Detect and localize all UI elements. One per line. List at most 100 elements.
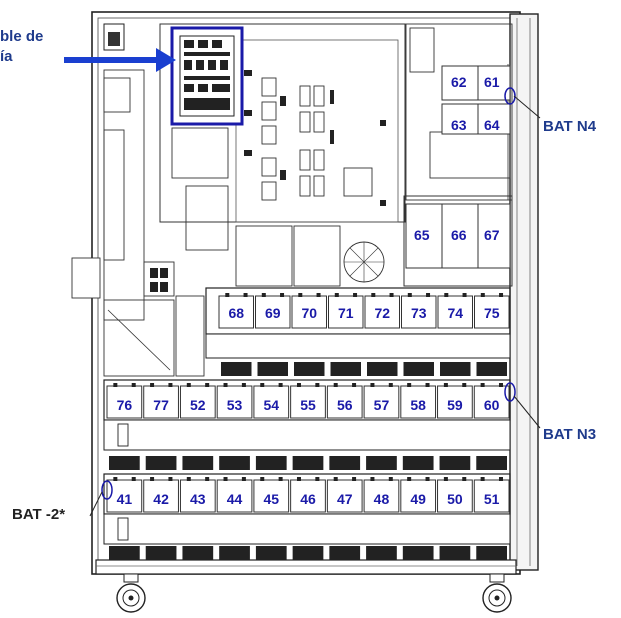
bat-2-leader bbox=[89, 491, 103, 517]
battery-terminal bbox=[168, 477, 173, 481]
battery-group-61-64 bbox=[441, 65, 511, 135]
battery-label-50: 50 bbox=[447, 491, 463, 507]
relay-bank bbox=[261, 77, 373, 201]
battery-terminal bbox=[334, 293, 339, 297]
battery-terminal bbox=[480, 477, 485, 481]
battery-50 bbox=[437, 479, 473, 513]
battery-terminal bbox=[407, 293, 412, 297]
battery-terminal bbox=[316, 293, 321, 297]
battery-cap bbox=[145, 456, 177, 470]
battery-cap bbox=[476, 456, 507, 470]
battery-terminal bbox=[315, 477, 320, 481]
battery-cap bbox=[294, 362, 325, 376]
battery-label-75: 75 bbox=[484, 305, 500, 321]
battery-cap bbox=[366, 546, 397, 560]
battery-terminal bbox=[243, 293, 248, 297]
battery-terminal bbox=[333, 477, 338, 481]
battery-terminal bbox=[388, 383, 393, 387]
battery-77 bbox=[143, 385, 179, 419]
battery-terminal bbox=[296, 477, 301, 481]
bat-2-label: BAT -2* bbox=[12, 506, 66, 523]
battery-49 bbox=[400, 479, 437, 513]
battery-terminal bbox=[113, 477, 118, 481]
battery-cap bbox=[255, 456, 287, 470]
battery-terminal bbox=[353, 293, 358, 297]
left-caster bbox=[116, 573, 146, 613]
battery-cap bbox=[292, 456, 324, 470]
battery-73 bbox=[401, 295, 437, 329]
battery-terminal bbox=[480, 383, 485, 387]
battery-terminal bbox=[315, 383, 320, 387]
top-left-module bbox=[103, 23, 125, 51]
battery-cap bbox=[109, 546, 140, 560]
battery-label-44: 44 bbox=[227, 491, 243, 507]
battery-72 bbox=[364, 295, 400, 329]
battery-cap bbox=[219, 546, 250, 560]
battery-cap bbox=[330, 362, 361, 376]
battery-label-60: 60 bbox=[484, 397, 500, 413]
battery-label-68: 68 bbox=[228, 305, 244, 321]
battery-label-70: 70 bbox=[301, 305, 317, 321]
battery-terminal bbox=[426, 293, 431, 297]
battery-cap bbox=[329, 546, 361, 560]
battery-54 bbox=[253, 385, 290, 419]
battery-terminal bbox=[444, 293, 449, 297]
battery-terminal bbox=[498, 477, 503, 481]
battery-label-72: 72 bbox=[374, 305, 390, 321]
battery-label-76: 76 bbox=[117, 397, 133, 413]
battery-terminal bbox=[205, 477, 210, 481]
battery-terminal bbox=[241, 477, 246, 481]
battery-cap bbox=[292, 546, 324, 560]
battery-terminal bbox=[462, 383, 467, 387]
battery-terminal bbox=[425, 477, 430, 481]
breaker-block bbox=[143, 261, 175, 297]
battery-terminal bbox=[333, 383, 338, 387]
electronics-board bbox=[235, 39, 399, 223]
bat-n4-leader bbox=[513, 95, 541, 119]
battery-terminal bbox=[278, 477, 283, 481]
battery-cap bbox=[109, 456, 140, 470]
battery-label-73: 73 bbox=[411, 305, 427, 321]
battery-46 bbox=[290, 479, 326, 513]
battery-cap bbox=[257, 362, 288, 376]
battery-terminal bbox=[498, 383, 503, 387]
battery-terminal bbox=[480, 293, 485, 297]
battery-58 bbox=[400, 385, 437, 419]
battery-cap bbox=[402, 456, 434, 470]
battery-terminal bbox=[388, 477, 393, 481]
battery-45 bbox=[253, 479, 290, 513]
battery-terminal bbox=[186, 383, 191, 387]
battery-44 bbox=[216, 479, 253, 513]
battery-cap bbox=[367, 362, 398, 376]
battery-label-52: 52 bbox=[190, 397, 206, 413]
tray-68-75 bbox=[205, 333, 511, 359]
battery-43 bbox=[179, 479, 216, 513]
bat-n3-leader bbox=[513, 395, 541, 429]
battery-cap bbox=[439, 456, 471, 470]
highlighted-module-components bbox=[179, 35, 235, 117]
battery-cap bbox=[182, 546, 214, 560]
battery-cap bbox=[221, 362, 252, 376]
battery-terminal bbox=[407, 477, 412, 481]
battery-label-56: 56 bbox=[337, 397, 353, 413]
battery-label-47: 47 bbox=[337, 491, 353, 507]
battery-terminal bbox=[223, 383, 228, 387]
battery-47 bbox=[326, 479, 363, 513]
battery-cap bbox=[402, 546, 434, 560]
cabinet-base bbox=[95, 559, 517, 575]
battery-label-74: 74 bbox=[447, 305, 463, 321]
tray-41-51 bbox=[103, 513, 511, 545]
battery-74 bbox=[437, 295, 473, 329]
battery-41 bbox=[106, 479, 143, 513]
battery-terminal bbox=[407, 383, 412, 387]
battery-label-63: 63 bbox=[451, 117, 467, 133]
battery-42 bbox=[143, 479, 179, 513]
bat-2-terminal bbox=[101, 480, 113, 500]
battery-label-65: 65 bbox=[414, 227, 430, 243]
battery-label-46: 46 bbox=[300, 491, 316, 507]
battery-70 bbox=[291, 295, 327, 329]
battery-69 bbox=[255, 295, 291, 329]
battery-51 bbox=[473, 479, 510, 513]
